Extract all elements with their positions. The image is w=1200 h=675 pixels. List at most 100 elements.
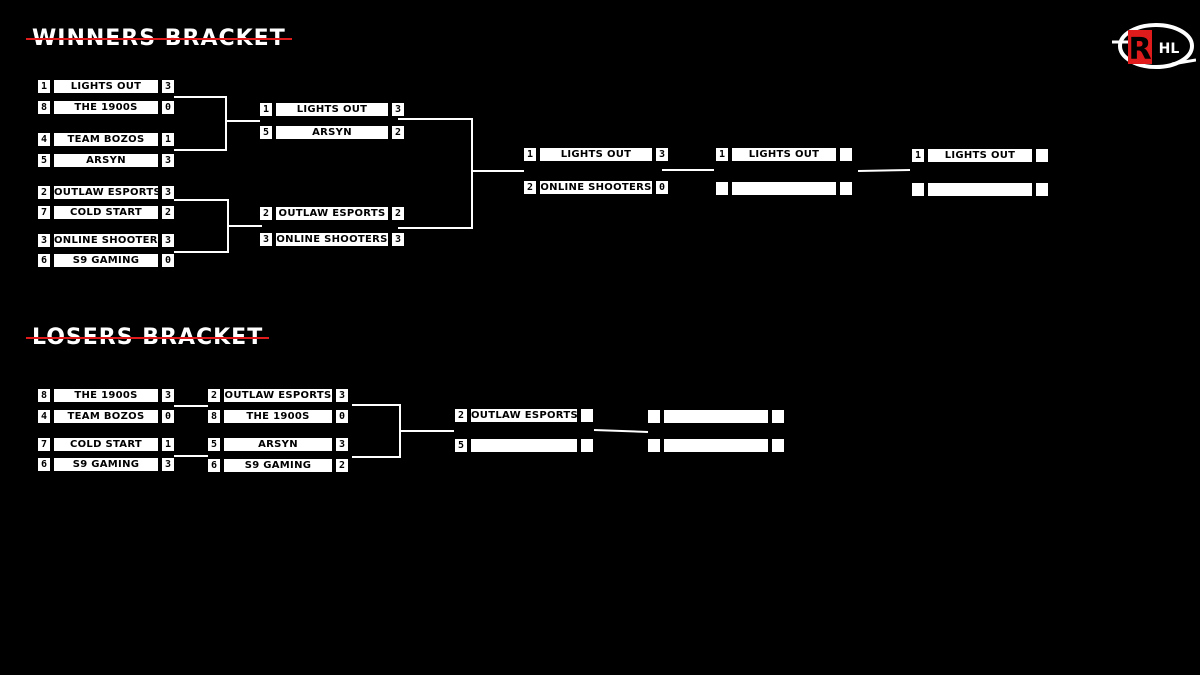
- bracket-slot: 1 LIGHTS OUT 3: [260, 103, 404, 116]
- score-box: 2: [392, 207, 404, 220]
- team-name: S9 GAMING: [224, 459, 332, 472]
- bracket-slot: 6 S9 GAMING 3: [38, 458, 174, 471]
- seed-box: 1: [716, 148, 728, 161]
- team-name: COLD START: [54, 206, 158, 219]
- team-name: OUTLAW ESPORTS: [471, 409, 577, 422]
- seed-box: 6: [38, 254, 50, 267]
- score-box: 0: [162, 410, 174, 423]
- bracket-slot: 7 COLD START 2: [38, 206, 174, 219]
- team-name: ONLINE SHOOTERS: [276, 233, 388, 246]
- score-box: 3: [162, 80, 174, 93]
- league-logo: R HL: [1112, 20, 1197, 72]
- seed-box: 2: [524, 181, 536, 194]
- bracket-slot: [912, 183, 1048, 196]
- bracket-slot: 3 ONLINE SHOOTERS 3: [38, 234, 174, 247]
- team-name: ONLINE SHOOTERS: [54, 234, 158, 247]
- seed-box: 2: [260, 207, 272, 220]
- score-box: [840, 182, 852, 195]
- score-box: [772, 439, 784, 452]
- team-name: LIGHTS OUT: [54, 80, 158, 93]
- score-box: 3: [162, 389, 174, 402]
- score-box: 3: [162, 458, 174, 471]
- team-name: THE 1900S: [54, 101, 158, 114]
- seed-box: 3: [38, 234, 50, 247]
- team-name: LIGHTS OUT: [928, 149, 1032, 162]
- logo-text: HL: [1159, 41, 1180, 57]
- team-name: OUTLAW ESPORTS: [276, 207, 388, 220]
- score-box: [1036, 149, 1048, 162]
- score-box: 1: [162, 133, 174, 146]
- seed-box: [912, 183, 924, 196]
- seed-box: 6: [38, 458, 50, 471]
- score-box: 0: [162, 101, 174, 114]
- team-name: [664, 410, 768, 423]
- team-name: [471, 439, 577, 452]
- title-strike: [26, 336, 270, 339]
- score-box: 0: [656, 181, 668, 194]
- seed-box: 8: [38, 101, 50, 114]
- bracket-slot: 5 ARSYN 3: [38, 154, 174, 167]
- seed-box: 2: [455, 409, 467, 422]
- winners-bracket-title: WINNERS BRACKET: [26, 26, 292, 51]
- score-box: 0: [336, 410, 348, 423]
- team-name: [928, 183, 1032, 196]
- team-name: ARSYN: [276, 126, 388, 139]
- score-box: 0: [162, 254, 174, 267]
- bracket-slot: 1 LIGHTS OUT: [716, 148, 852, 161]
- seed-box: [648, 439, 660, 452]
- score-box: 2: [336, 459, 348, 472]
- seed-box: 7: [38, 438, 50, 451]
- team-name: OUTLAW ESPORTS: [224, 389, 332, 402]
- team-name: S9 GAMING: [54, 254, 158, 267]
- bracket-slot: 6 S9 GAMING 0: [38, 254, 174, 267]
- team-name: TEAM BOZOS: [54, 133, 158, 146]
- bracket-slot: 5: [455, 439, 593, 452]
- seed-box: 1: [524, 148, 536, 161]
- team-name: LIGHTS OUT: [732, 148, 836, 161]
- score-box: 3: [392, 103, 404, 116]
- team-name: COLD START: [54, 438, 158, 451]
- bracket-slot: 2 OUTLAW ESPORTS 3: [38, 186, 174, 199]
- bracket-slot: [716, 182, 852, 195]
- seed-box: 1: [38, 80, 50, 93]
- seed-box: 2: [208, 389, 220, 402]
- seed-box: [648, 410, 660, 423]
- team-name: S9 GAMING: [54, 458, 158, 471]
- seed-box: 2: [38, 186, 50, 199]
- bracket-slot: [648, 410, 784, 423]
- seed-box: 5: [455, 439, 467, 452]
- team-name: LIGHTS OUT: [276, 103, 388, 116]
- team-name: ARSYN: [224, 438, 332, 451]
- score-box: 3: [162, 154, 174, 167]
- score-box: 3: [392, 233, 404, 246]
- team-name: THE 1900S: [224, 410, 332, 423]
- seed-box: 3: [260, 233, 272, 246]
- team-name: OUTLAW ESPORTS: [54, 186, 158, 199]
- seed-box: 1: [260, 103, 272, 116]
- seed-box: 7: [38, 206, 50, 219]
- team-name: LIGHTS OUT: [540, 148, 652, 161]
- seed-box: 4: [38, 133, 50, 146]
- score-box: 3: [162, 186, 174, 199]
- score-box: 2: [392, 126, 404, 139]
- seed-box: 5: [208, 438, 220, 451]
- seed-box: [716, 182, 728, 195]
- team-name: [732, 182, 836, 195]
- score-box: 3: [162, 234, 174, 247]
- team-name: TEAM BOZOS: [54, 410, 158, 423]
- bracket-slot: [648, 439, 784, 452]
- team-name: [664, 439, 768, 452]
- seed-box: 5: [38, 154, 50, 167]
- score-box: 2: [162, 206, 174, 219]
- seed-box: 6: [208, 459, 220, 472]
- team-name: ARSYN: [54, 154, 158, 167]
